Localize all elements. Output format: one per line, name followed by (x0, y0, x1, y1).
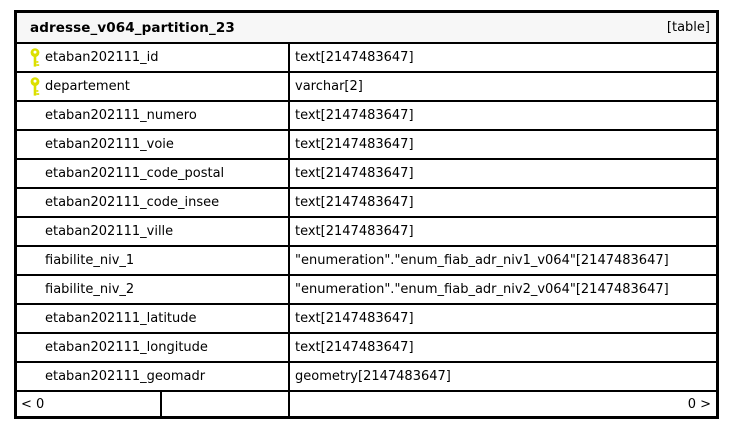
column-type: text[2147483647] (295, 224, 414, 239)
column-name-cell: departement (17, 73, 290, 100)
table-type-badge: [table] (666, 20, 710, 35)
column-name: etaban202111_code_postal (45, 166, 225, 181)
column-type: "enumeration"."enum_fiab_adr_niv2_v064"[… (295, 282, 669, 297)
table-node: adresse_v064_partition_23 [table] etaban… (14, 10, 719, 419)
column-type: varchar[2] (295, 79, 363, 94)
column-type-cell: "enumeration"."enum_fiab_adr_niv1_v064"[… (290, 247, 716, 274)
table-row: etaban202111_id text[2147483647] (17, 44, 716, 73)
column-name: departement (45, 79, 130, 94)
column-type-cell: text[2147483647] (290, 131, 716, 158)
column-name-cell: etaban202111_numero (17, 102, 290, 129)
column-name: etaban202111_id (45, 50, 159, 65)
column-type: text[2147483647] (295, 137, 414, 152)
column-name: etaban202111_ville (45, 224, 174, 239)
primary-key-icon (30, 48, 40, 67)
column-name: etaban202111_latitude (45, 311, 197, 326)
table-row: etaban202111_voie text[2147483647] (17, 131, 716, 160)
column-name-cell: etaban202111_geomadr (17, 363, 290, 390)
column-type-cell: text[2147483647] (290, 160, 716, 187)
column-type-cell: "enumeration"."enum_fiab_adr_niv2_v064"[… (290, 276, 716, 303)
column-type-cell: text[2147483647] (290, 102, 716, 129)
table-row: etaban202111_longitude text[2147483647] (17, 334, 716, 363)
column-type-cell: text[2147483647] (290, 305, 716, 332)
table-row: etaban202111_code_insee text[2147483647] (17, 189, 716, 218)
column-type: text[2147483647] (295, 108, 414, 123)
table-row: etaban202111_latitude text[2147483647] (17, 305, 716, 334)
column-type-cell: geometry[2147483647] (290, 363, 716, 390)
table-row: etaban202111_geomadr geometry[2147483647… (17, 363, 716, 392)
column-name: etaban202111_numero (45, 108, 197, 123)
column-type: text[2147483647] (295, 340, 414, 355)
column-type-cell: text[2147483647] (290, 44, 716, 71)
table-footer: < 0 0 > (17, 392, 716, 416)
column-name-cell: fiabilite_niv_1 (17, 247, 290, 274)
column-type-cell: text[2147483647] (290, 334, 716, 361)
column-type: text[2147483647] (295, 166, 414, 181)
column-name-cell: fiabilite_niv_2 (17, 276, 290, 303)
column-name-cell: etaban202111_id (17, 44, 290, 71)
column-name: etaban202111_geomadr (45, 369, 206, 384)
column-name: fiabilite_niv_2 (45, 282, 135, 297)
column-type: "enumeration"."enum_fiab_adr_niv1_v064"[… (295, 253, 669, 268)
footer-spacer-cell (162, 392, 290, 416)
column-name: etaban202111_code_insee (45, 195, 220, 210)
column-name-cell: etaban202111_longitude (17, 334, 290, 361)
column-type: text[2147483647] (295, 311, 414, 326)
column-type: text[2147483647] (295, 50, 414, 65)
column-type: geometry[2147483647] (295, 369, 451, 384)
table-header: adresse_v064_partition_23 [table] (17, 13, 716, 44)
table-row: fiabilite_niv_1 "enumeration"."enum_fiab… (17, 247, 716, 276)
table-row: etaban202111_numero text[2147483647] (17, 102, 716, 131)
children-count: < 0 (17, 392, 162, 416)
table-row: fiabilite_niv_2 "enumeration"."enum_fiab… (17, 276, 716, 305)
column-name: etaban202111_voie (45, 137, 174, 152)
column-name-cell: etaban202111_code_postal (17, 160, 290, 187)
column-name-cell: etaban202111_code_insee (17, 189, 290, 216)
column-type-cell: text[2147483647] (290, 189, 716, 216)
table-row: departement varchar[2] (17, 73, 716, 102)
table-title: adresse_v064_partition_23 (30, 19, 235, 36)
column-name-cell: etaban202111_latitude (17, 305, 290, 332)
table-body: etaban202111_id text[2147483647] departe… (17, 44, 716, 392)
column-name: etaban202111_longitude (45, 340, 208, 355)
column-name-cell: etaban202111_voie (17, 131, 290, 158)
primary-key-icon (30, 77, 40, 96)
table-row: etaban202111_ville text[2147483647] (17, 218, 716, 247)
column-type: text[2147483647] (295, 195, 414, 210)
column-type-cell: varchar[2] (290, 73, 716, 100)
column-name-cell: etaban202111_ville (17, 218, 290, 245)
column-type-cell: text[2147483647] (290, 218, 716, 245)
column-name: fiabilite_niv_1 (45, 253, 135, 268)
parents-count: 0 > (687, 396, 711, 412)
table-row: etaban202111_code_postal text[2147483647… (17, 160, 716, 189)
